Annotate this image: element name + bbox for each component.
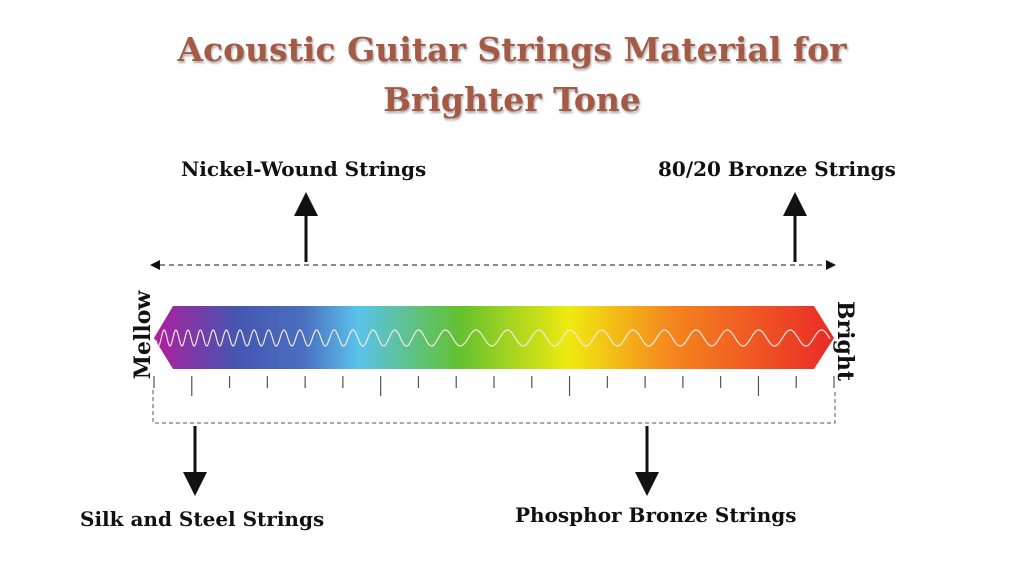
title-line-2: Brighter Tone	[383, 80, 641, 119]
tone-gradient-bar	[154, 306, 834, 369]
string-wave	[155, 329, 831, 347]
label-nickel-wound: Nickel-Wound Strings	[181, 157, 427, 181]
label-mellow: Mellow	[130, 290, 156, 380]
label-bright: Bright	[832, 300, 858, 382]
bottom-dashed-box	[152, 390, 836, 424]
title-line-1: Acoustic Guitar Strings Material for	[177, 30, 847, 69]
label-silk-and-steel: Silk and Steel Strings	[80, 507, 325, 531]
tick-marks	[153, 376, 835, 396]
label-80-20-bronze: 80/20 Bronze Strings	[658, 157, 896, 181]
right-arrowhead-icon	[826, 260, 836, 270]
label-phosphor-bronze: Phosphor Bronze Strings	[515, 503, 797, 527]
left-arrowhead-icon	[150, 260, 160, 270]
